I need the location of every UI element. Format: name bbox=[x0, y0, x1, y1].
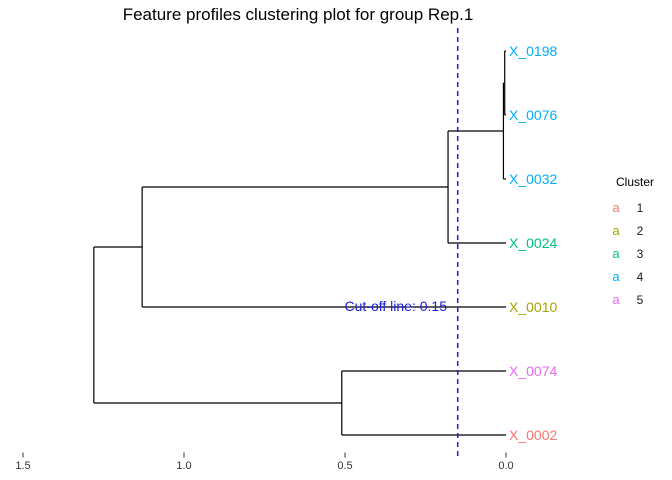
legend-marker: a bbox=[612, 200, 620, 215]
legend-marker: a bbox=[612, 269, 620, 284]
plot-title: Feature profiles clustering plot for gro… bbox=[123, 5, 474, 24]
leaf-label-X_0198: X_0198 bbox=[509, 43, 557, 59]
x-axis-tick-label: 1.5 bbox=[15, 460, 30, 472]
cutoff-label: Cut-off line: 0.15 bbox=[345, 298, 448, 314]
dendrogram-branches bbox=[93, 50, 506, 436]
legend-marker: a bbox=[612, 292, 620, 307]
legend-entry-label: 3 bbox=[637, 247, 644, 261]
leaf-label-X_0010: X_0010 bbox=[509, 299, 557, 315]
legend-title: Cluster bbox=[616, 175, 654, 189]
legend-marker: a bbox=[612, 246, 620, 261]
x-axis: 1.5 1.0 0.5 0.0 bbox=[15, 452, 514, 472]
leaf-label-X_0024: X_0024 bbox=[509, 235, 557, 251]
legend-entry-label: 4 bbox=[637, 270, 644, 284]
legend-entry-label: 5 bbox=[637, 293, 644, 307]
leaf-label-X_0074: X_0074 bbox=[509, 363, 557, 379]
leaf-label-X_0032: X_0032 bbox=[509, 171, 557, 187]
legend-marker: a bbox=[612, 223, 620, 238]
x-axis-tick-label: 0.5 bbox=[337, 460, 352, 472]
legend: Cluster a 1 a 2 a 3 a 4 a 5 bbox=[612, 175, 654, 307]
leaf-label-X_0076: X_0076 bbox=[509, 107, 557, 123]
leaf-labels: X_0198X_0076X_0032X_0024X_0010X_0074X_00… bbox=[509, 43, 557, 443]
x-axis-tick-label: 1.0 bbox=[176, 460, 191, 472]
legend-entries: a 1 a 2 a 3 a 4 a 5 bbox=[612, 200, 643, 307]
legend-entry-label: 2 bbox=[637, 224, 644, 238]
x-axis-tick-label: 0.0 bbox=[498, 460, 513, 472]
leaf-label-X_0002: X_0002 bbox=[509, 427, 557, 443]
legend-entry-label: 1 bbox=[637, 201, 644, 215]
